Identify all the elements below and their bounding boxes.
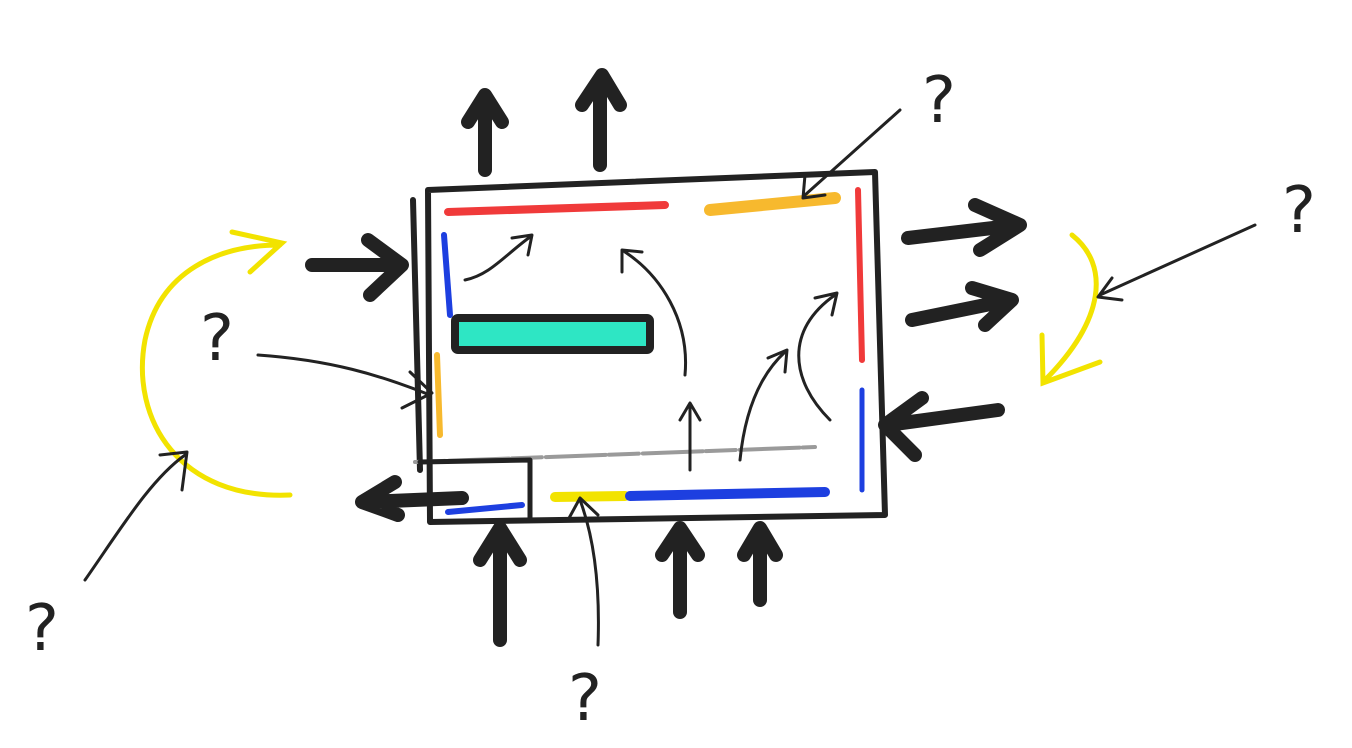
arrow-icon: [678, 401, 702, 472]
arrow-right-icon: [901, 198, 1027, 257]
teal-bar: [451, 314, 654, 354]
question-mark: ?: [25, 592, 59, 666]
pointer-arrow-icon: [566, 496, 600, 647]
arrow-icon: [738, 348, 789, 462]
top-red-bar: [444, 201, 669, 216]
question-mark: ?: [922, 64, 956, 138]
yellow-curve-right-arrow: [1039, 232, 1103, 387]
question-mark: ?: [568, 662, 602, 736]
bottom-left-blue-bar: [445, 502, 525, 515]
question-mark: ?: [1282, 174, 1316, 248]
bottom-blue-bar: [625, 487, 830, 501]
bottom-left-box: [417, 457, 533, 523]
arrow-right-icon: [305, 233, 409, 302]
bottom-yellow-bar: [550, 491, 630, 502]
arrow-icon: [620, 248, 688, 377]
arrow-icon: [797, 291, 839, 422]
main-frame: [410, 169, 888, 525]
thin-arrows: [463, 233, 839, 472]
top-orange-bar: [704, 192, 841, 216]
arrow-right-icon: [905, 281, 1019, 332]
arrow-up-icon: [473, 521, 527, 647]
right-red-bar: [855, 187, 865, 363]
arrow-up-icon: [461, 88, 509, 177]
arrow-up-icon: [737, 521, 783, 607]
arrow-up-icon: [655, 521, 705, 619]
pointer-arrow-icon: [801, 108, 902, 200]
thick-arrows: [305, 68, 1027, 647]
pointer-arrow-icon: [256, 353, 434, 410]
left-blue-bar: [441, 232, 453, 318]
yellow-curve-left-arrow: [139, 229, 293, 498]
question-mark: ?: [200, 302, 234, 376]
question-pointers: [83, 108, 1257, 647]
pointer-arrow-icon: [83, 450, 189, 582]
arrow-left-icon: [355, 475, 469, 522]
arrow-left-icon: [878, 391, 1005, 462]
arrow-icon: [463, 233, 534, 282]
pointer-arrow-icon: [1096, 223, 1257, 302]
left-orange-bar: [434, 352, 443, 438]
arrow-up-icon: [575, 68, 627, 172]
